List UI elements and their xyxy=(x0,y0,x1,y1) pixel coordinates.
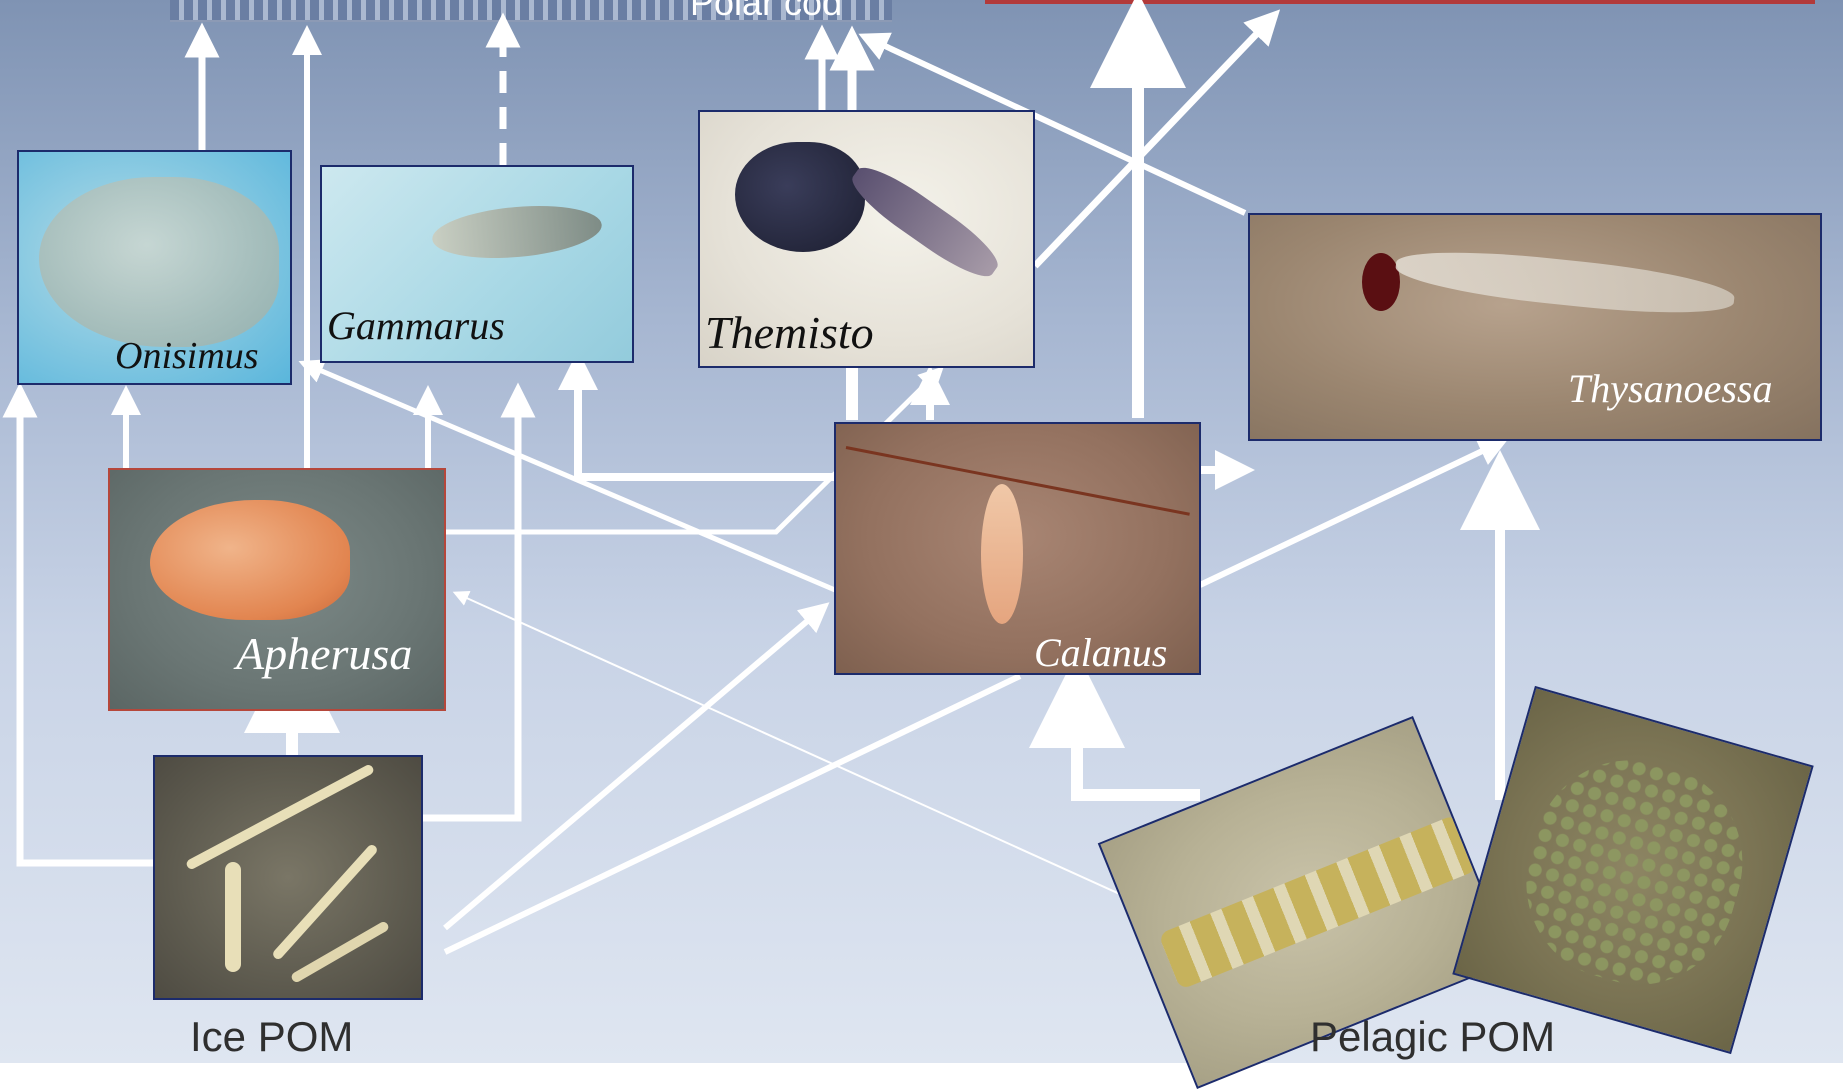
onisimus-image xyxy=(39,177,279,347)
link-pelagicpom-calanus xyxy=(1077,700,1200,795)
thysanoessa-label: Thysanoessa xyxy=(1568,365,1772,412)
calanus-node[interactable]: Calanus xyxy=(834,422,1201,675)
themisto-node[interactable]: Themisto xyxy=(698,110,1035,368)
link-themisto-top xyxy=(1035,22,1268,266)
apherusa-image xyxy=(150,500,350,620)
link-icepom-calanus xyxy=(445,612,818,928)
pelagic-pom-chain xyxy=(1158,814,1477,990)
ice-pom-node[interactable] xyxy=(153,755,423,1000)
link-icepom-calanus-2 xyxy=(445,676,1020,952)
thysanoessa-node[interactable]: Thysanoessa xyxy=(1248,213,1822,441)
calanus-label: Calanus xyxy=(1034,629,1167,675)
onisimus-label: Onisimus xyxy=(115,334,259,378)
pelagic-pom-colony xyxy=(1503,738,1766,1007)
thysanoessa-eye xyxy=(1362,253,1400,311)
link-calanus-gammarus xyxy=(578,370,835,477)
pelagic-pom-label: Pelagic POM xyxy=(1310,1013,1555,1061)
gammarus-image xyxy=(430,200,604,265)
apherusa-label: Apherusa xyxy=(236,627,412,680)
apherusa-node[interactable]: Apherusa xyxy=(108,468,446,711)
ice-pom-label: Ice POM xyxy=(190,1013,353,1061)
thysanoessa-image xyxy=(1394,242,1737,322)
link-calanus-thysanoessa-2 xyxy=(1200,445,1495,585)
themisto-tail xyxy=(844,157,1006,287)
themisto-label: Themisto xyxy=(705,306,874,359)
gammarus-label: Gammarus xyxy=(327,302,505,349)
calanus-antenna xyxy=(846,446,1190,516)
ice-pom-cells-a xyxy=(185,763,375,870)
themisto-image xyxy=(735,142,865,252)
calanus-image xyxy=(981,484,1023,624)
ice-pom-cells-b xyxy=(225,862,241,972)
onisimus-node[interactable]: Onisimus xyxy=(17,150,292,385)
gammarus-node[interactable]: Gammarus xyxy=(320,165,634,363)
